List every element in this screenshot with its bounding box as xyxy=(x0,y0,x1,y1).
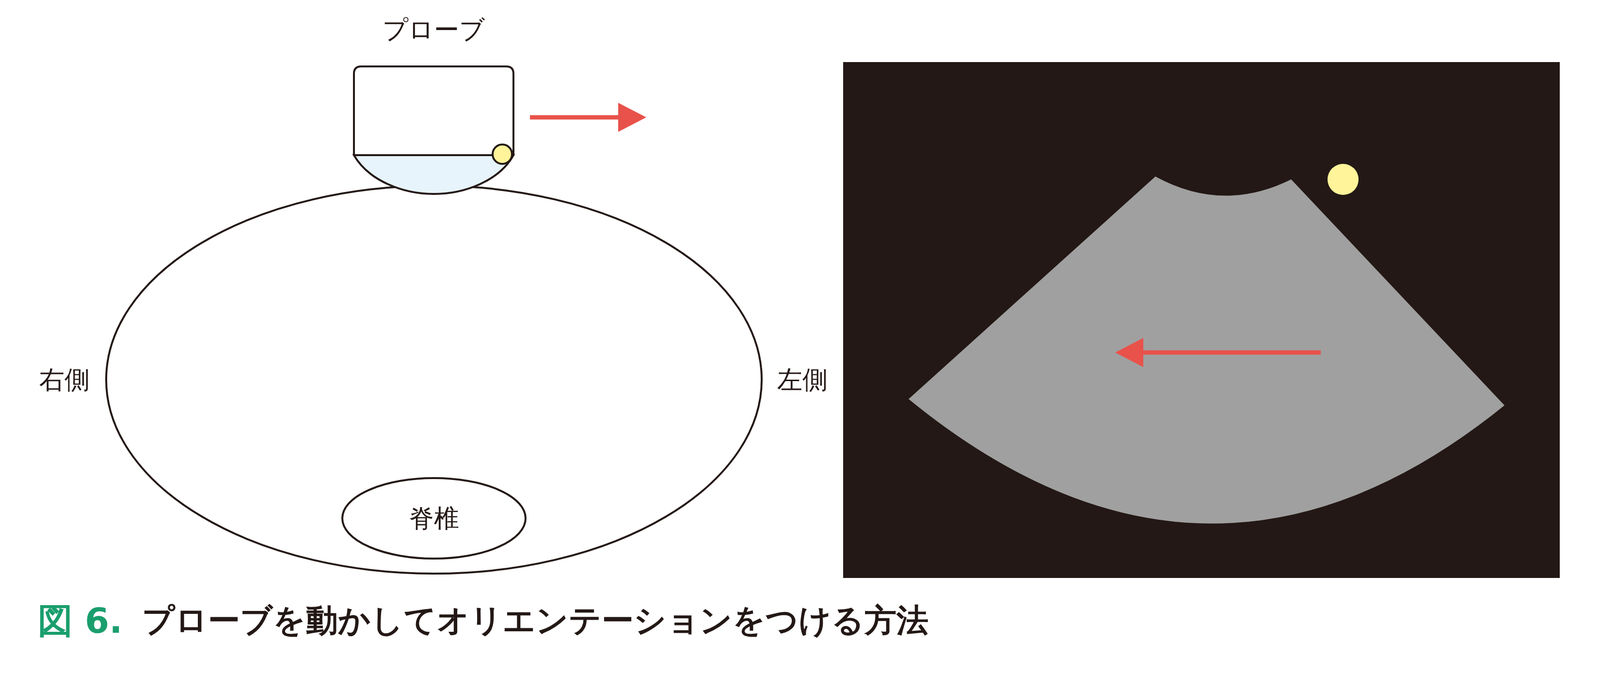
body-outline xyxy=(106,185,762,574)
side-label: 左側 xyxy=(777,364,828,395)
node-label: プローブ xyxy=(382,14,485,45)
image-arrow xyxy=(1139,350,1321,355)
side-label: 右側 xyxy=(39,364,90,395)
orientation-marker xyxy=(492,144,512,164)
probe-lens xyxy=(353,155,514,194)
node-label: 脊椎 xyxy=(408,503,460,534)
figure-caption: プローブを動かしてオリエンテーションをつける方法 xyxy=(142,601,929,640)
probe-divider xyxy=(353,154,514,157)
figure-number: 図 6. xyxy=(37,599,123,642)
screen xyxy=(843,62,1560,578)
image-arrow-head xyxy=(1115,337,1144,368)
probe: プローブ xyxy=(353,14,514,194)
move-arrow xyxy=(529,115,621,120)
screen-marker xyxy=(1327,163,1359,195)
ellipse-shape xyxy=(342,478,526,559)
move-arrow-head xyxy=(618,102,647,132)
probe-body xyxy=(353,66,514,156)
scan-sector xyxy=(908,176,1505,524)
spine-ellipse: 脊椎 xyxy=(340,476,528,560)
